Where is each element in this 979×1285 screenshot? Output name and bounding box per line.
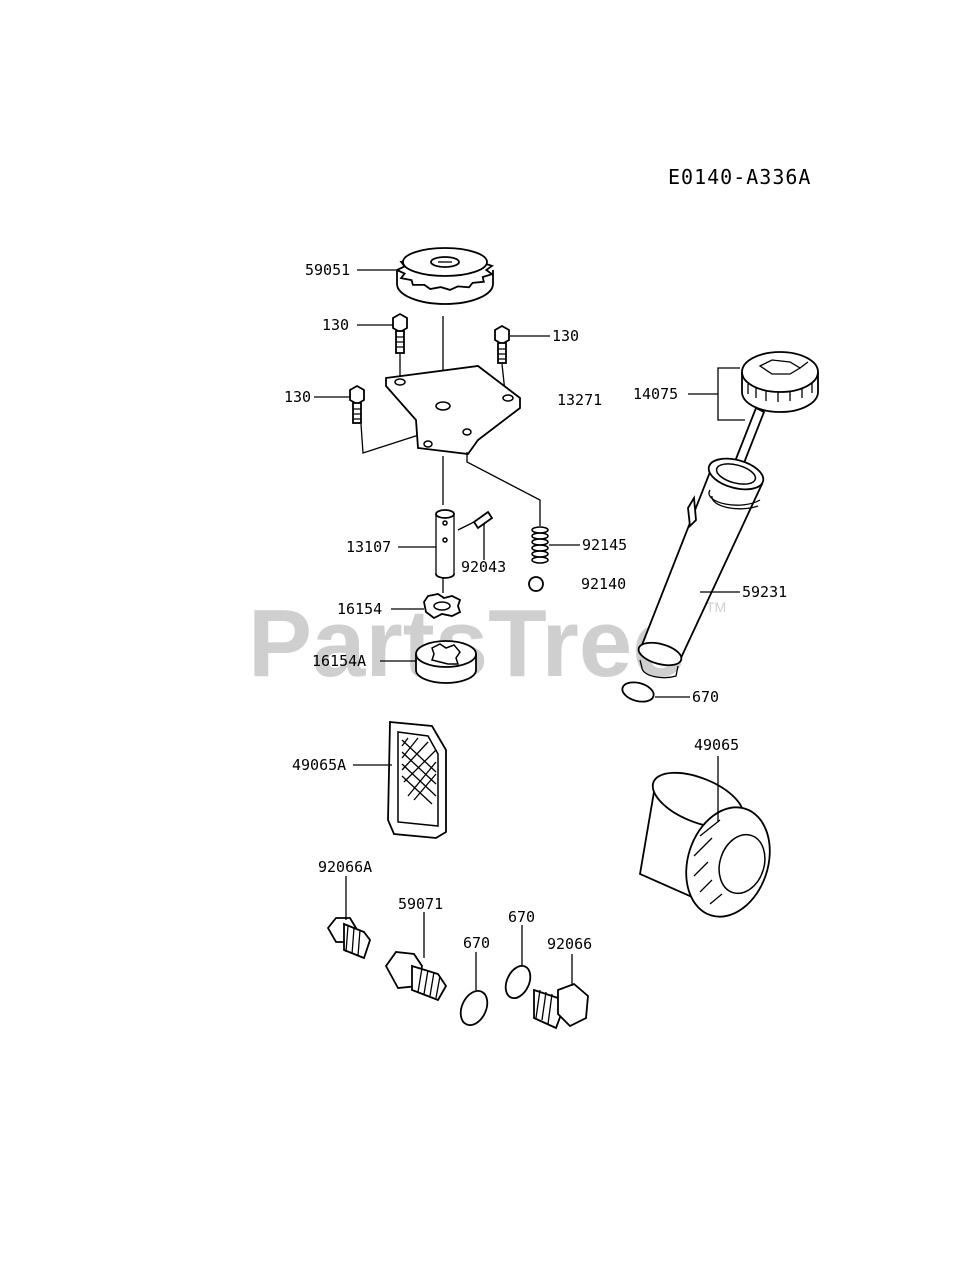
label-670-bottom-right[interactable]: 670 [508, 908, 535, 926]
bolt-130-left[interactable] [349, 384, 365, 424]
label-670-tube[interactable]: 670 [692, 688, 719, 706]
label-16154A[interactable]: 16154A [312, 652, 366, 670]
dipstick-cap-14075[interactable] [741, 351, 819, 413]
oil-strainer-49065A[interactable] [387, 721, 447, 839]
label-130-right[interactable]: 130 [552, 327, 579, 345]
shaft-13107[interactable] [435, 509, 455, 579]
pin-92043[interactable] [472, 510, 494, 530]
label-13107[interactable]: 13107 [346, 538, 391, 556]
label-14075[interactable]: 14075 [633, 385, 678, 403]
oring-670-tube[interactable] [620, 679, 656, 705]
label-49065A[interactable]: 49065A [292, 756, 346, 774]
label-130-left[interactable]: 130 [284, 388, 311, 406]
label-13271[interactable]: 13271 [557, 391, 602, 409]
label-92043[interactable]: 92043 [461, 558, 506, 576]
label-130-top[interactable]: 130 [322, 316, 349, 334]
ball-92140[interactable] [528, 576, 544, 592]
cover-plate-13271[interactable] [385, 365, 521, 455]
label-670-bottom-left[interactable]: 670 [463, 934, 490, 952]
bolt-130-top[interactable] [392, 312, 408, 354]
label-92145[interactable]: 92145 [582, 536, 627, 554]
label-59231[interactable]: 59231 [742, 583, 787, 601]
fitting-59071[interactable] [384, 951, 448, 1002]
oring-670-bottom-left[interactable] [456, 987, 493, 1030]
bolt-130-right[interactable] [494, 324, 510, 364]
label-16154[interactable]: 16154 [337, 600, 382, 618]
oring-670-bottom-right[interactable] [501, 962, 535, 1002]
watermark: PartsTree [248, 590, 686, 697]
bracket-14075 [717, 367, 745, 421]
oil-filler-tube-59231[interactable] [636, 453, 767, 679]
watermark-trademark: TM [706, 599, 726, 615]
plug-92066[interactable] [533, 982, 589, 1030]
label-49065[interactable]: 49065 [694, 736, 739, 754]
plug-92066A[interactable] [326, 917, 372, 960]
label-59051[interactable]: 59051 [305, 261, 350, 279]
label-92140[interactable]: 92140 [581, 575, 626, 593]
oil-filter-49065[interactable] [638, 762, 783, 928]
dipstick-rod[interactable] [732, 406, 766, 470]
outer-rotor-16154A[interactable] [415, 640, 477, 684]
gear-59051[interactable] [396, 247, 494, 305]
inner-rotor-16154[interactable] [423, 593, 462, 620]
label-59071[interactable]: 59071 [398, 895, 443, 913]
diagram-code: E0140-A336A [668, 165, 811, 189]
label-92066A[interactable]: 92066A [318, 858, 372, 876]
spring-92145[interactable] [531, 526, 549, 564]
label-92066[interactable]: 92066 [547, 935, 592, 953]
